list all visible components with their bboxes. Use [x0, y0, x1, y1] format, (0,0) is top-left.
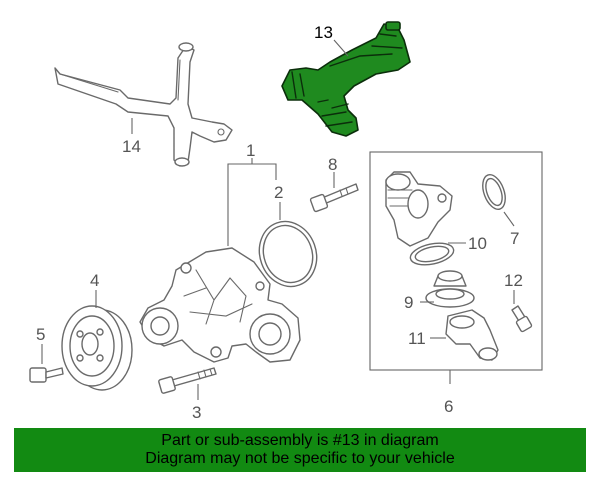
part-7-seal[interactable] — [478, 172, 509, 213]
part-8-bolt[interactable] — [309, 183, 359, 213]
leader-7 — [503, 211, 515, 227]
callout-2[interactable]: 2 — [274, 183, 283, 202]
parts-diagram: 14 13 1 2 3 — [29, 21, 543, 422]
callout-8[interactable]: 8 — [328, 155, 337, 174]
callout-10[interactable]: 10 — [468, 234, 487, 253]
part-3-bolt[interactable] — [158, 367, 217, 394]
part-5-bolt[interactable] — [29, 367, 64, 383]
callout-13[interactable]: 13 — [314, 23, 333, 42]
part-1-water-pump[interactable] — [139, 247, 301, 363]
banner-line-2: Diagram may not be specific to your vehi… — [145, 450, 455, 467]
part-4-pulley[interactable] — [61, 305, 133, 391]
callout-5[interactable]: 5 — [36, 325, 45, 344]
callout-9[interactable]: 9 — [404, 293, 413, 312]
callout-1[interactable]: 1 — [246, 141, 255, 160]
part-13-coolant-hose[interactable] — [281, 21, 411, 137]
callout-14[interactable]: 14 — [122, 137, 141, 156]
part-14-bypass-tube[interactable] — [54, 42, 233, 167]
part-11-outlet[interactable] — [445, 309, 499, 361]
callout-11[interactable]: 11 — [408, 329, 426, 348]
leader-13 — [333, 39, 349, 57]
callout-3[interactable]: 3 — [192, 403, 201, 422]
highlight-notice-banner: Part or sub-assembly is #13 in diagram D… — [14, 428, 586, 472]
assembly-6-box — [369, 151, 543, 371]
thermostat-housing[interactable] — [385, 171, 453, 247]
callout-6[interactable]: 6 — [444, 397, 453, 416]
part-12-bolt[interactable] — [511, 305, 533, 333]
part-9-thermostat[interactable] — [425, 270, 475, 308]
part-2-gasket[interactable] — [250, 213, 325, 294]
callout-4[interactable]: 4 — [90, 271, 99, 290]
callout-7[interactable]: 7 — [510, 229, 519, 248]
callout-12[interactable]: 12 — [504, 271, 523, 290]
banner-line-1: Part or sub-assembly is #13 in diagram — [161, 432, 439, 449]
part-10-o-ring[interactable] — [408, 240, 455, 269]
